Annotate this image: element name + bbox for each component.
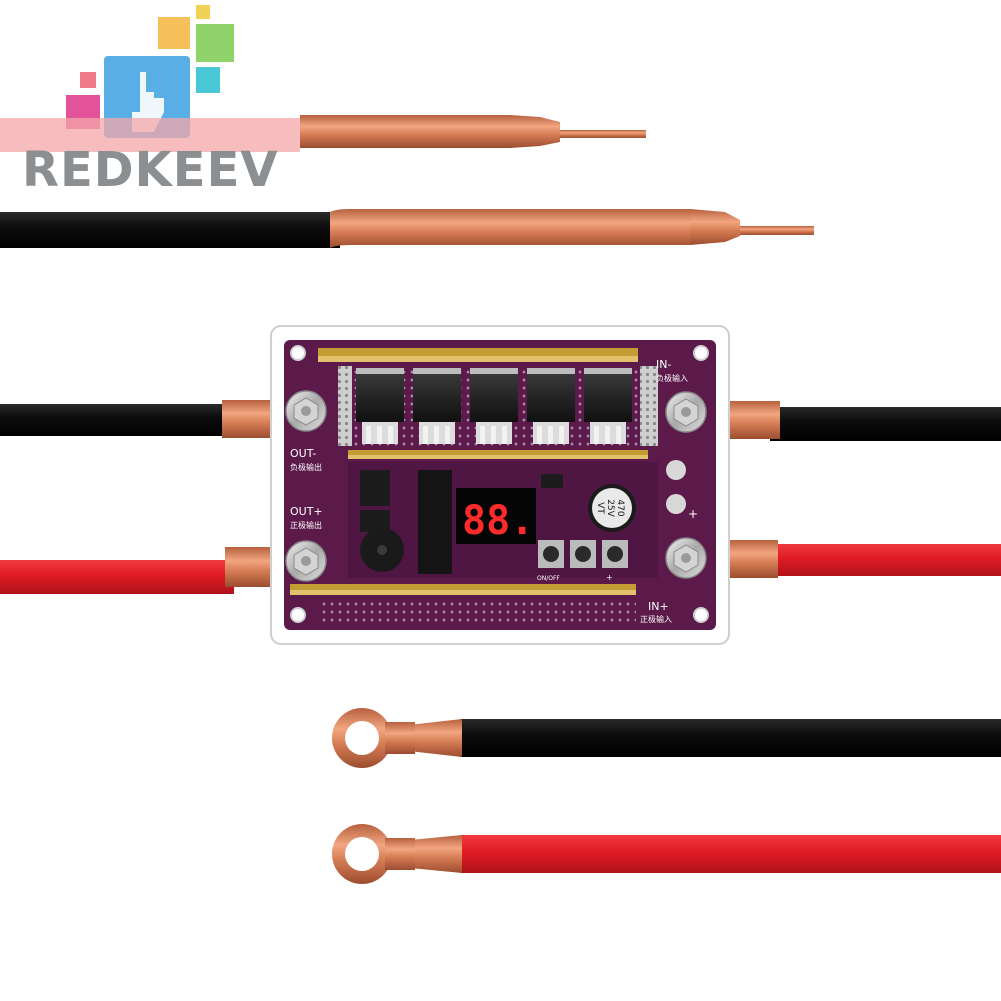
- label-out-plus: OUT+: [290, 505, 323, 518]
- brand-logo: [66, 5, 234, 138]
- label-out-plus-cn: 正极输出: [290, 520, 322, 530]
- label-on-off: ON/OFF: [537, 575, 560, 582]
- label-plus-mark: +: [606, 573, 613, 582]
- terminal-out-plus: [285, 540, 327, 582]
- label-in-plus: IN+: [648, 600, 669, 613]
- terminal-in-plus: [665, 537, 707, 579]
- top-cable-black: [0, 209, 814, 248]
- capacitor-value: 470: [615, 499, 625, 516]
- capacitor-voltage: 25V: [605, 499, 615, 517]
- brand-name: REDKEEV: [22, 142, 279, 198]
- capacitor-series: VT: [595, 502, 605, 514]
- top-cable-pink: [0, 115, 646, 152]
- cable-in-minus: [710, 401, 1001, 441]
- label-in-minus-cn: 负极输入: [656, 373, 688, 383]
- mosfet-array: [356, 368, 632, 444]
- pcb-board: [284, 340, 716, 630]
- led-display: [456, 488, 536, 544]
- label-plus-mark-right: +: [688, 507, 698, 521]
- display-digits: 88.: [462, 498, 534, 544]
- ring-cable-black: [332, 708, 1001, 768]
- terminal-out-minus: [285, 390, 327, 432]
- terminal-in-minus: [665, 391, 707, 433]
- cable-out-minus: [0, 400, 288, 438]
- control-buttons: [538, 540, 628, 568]
- cable-out-plus: [0, 547, 287, 594]
- label-in-minus: IN-: [656, 358, 671, 371]
- label-out-minus: OUT-: [290, 447, 316, 460]
- cable-in-plus: [712, 540, 1001, 578]
- label-out-minus-cn: 负极输出: [290, 462, 322, 472]
- ring-cable-red: [332, 824, 1001, 884]
- label-in-plus-cn: 正极输入: [640, 614, 672, 624]
